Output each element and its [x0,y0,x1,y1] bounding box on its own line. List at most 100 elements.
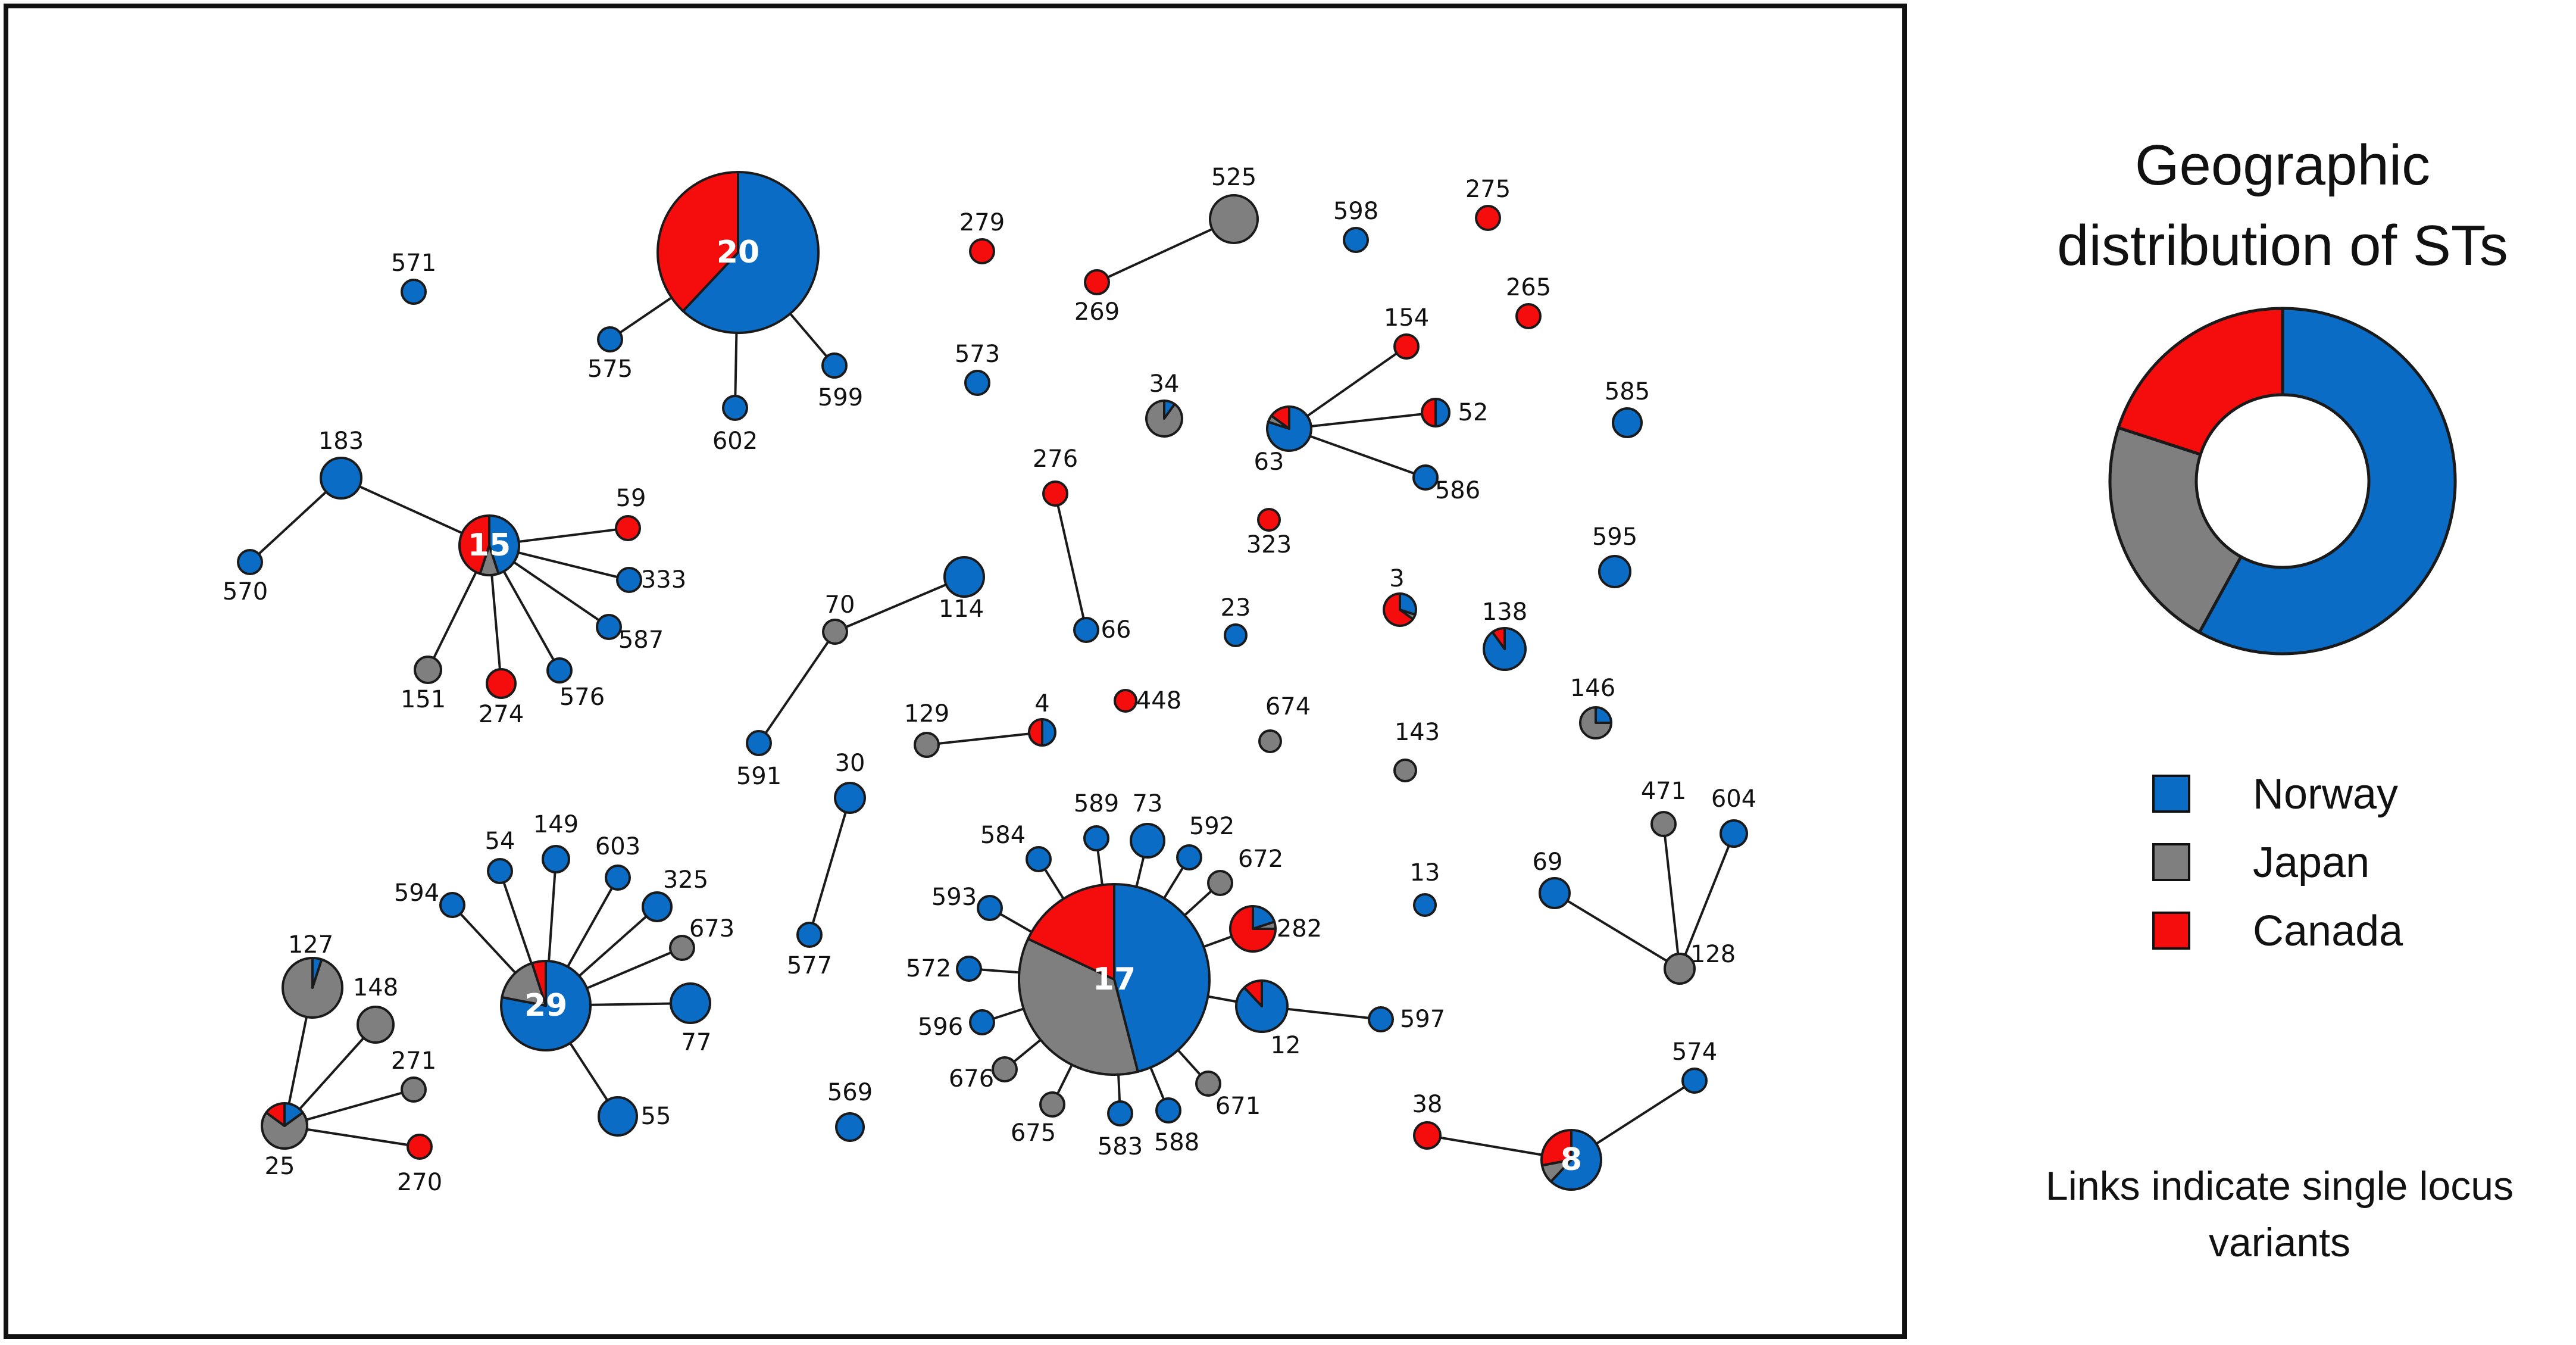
st-node-138: 138 [1482,598,1527,671]
st-node-20-slice-canada [656,171,739,313]
st-node-585: 585 [1605,378,1650,438]
st-node-143-japan [1393,759,1417,782]
st-label-282: 282 [1277,915,1322,943]
st-label-69: 69 [1533,848,1563,876]
st-label-55: 55 [641,1103,671,1130]
st-node-269-canada [1084,269,1110,295]
st-node-146: 146 [1570,675,1615,739]
st-node-599: 599 [818,352,863,411]
st-network: 2057157560259927957352526959827526534154… [223,164,1756,1196]
st-label-591: 591 [736,763,781,790]
st-label-17: 17 [1093,962,1136,997]
st-label-114: 114 [939,595,984,623]
st-node-585-norway [1612,407,1643,438]
donut-slice-norway [2197,307,2457,656]
st-label-323: 323 [1246,531,1292,558]
st-label-138: 138 [1482,598,1527,626]
st-node-675-japan [1039,1091,1065,1118]
st-node-55-norway [598,1096,638,1137]
st-node-23-norway [1224,623,1248,647]
link-63-586 [1289,427,1426,479]
st-label-573: 573 [955,341,1000,368]
legend-swatch-canada [2152,912,2190,950]
st-label-602: 602 [712,427,758,455]
st-label-585: 585 [1605,378,1650,405]
link-129-4 [926,731,1043,746]
st-label-73: 73 [1133,790,1163,817]
st-label-143: 143 [1395,719,1440,746]
st-node-576: 576 [546,657,605,711]
st-node-604-norway [1720,819,1748,848]
st-node-114-norway [943,556,985,598]
st-node-593: 593 [931,884,1003,921]
st-label-8: 8 [1561,1142,1582,1178]
st-label-594: 594 [394,879,439,907]
st-node-151: 151 [401,656,446,713]
st-node-270: 270 [397,1134,442,1196]
st-label-276: 276 [1033,445,1078,473]
link-63-154 [1288,345,1408,430]
network-nodes: 2057157560259927957352526959827526534154… [223,164,1756,1196]
st-node-591: 591 [736,730,781,790]
legend-note-line2: variants [2209,1220,2350,1265]
st-node-127: 127 [282,931,343,1019]
st-node-148: 148 [353,974,398,1044]
st-node-569-norway [835,1112,865,1142]
st-label-603: 603 [595,833,640,860]
st-node-52-slice-canada [1421,398,1437,427]
st-node-571: 571 [391,249,436,305]
st-label-333: 333 [641,566,686,594]
st-node-471: 471 [1641,778,1686,837]
st-node-593-norway [977,895,1003,921]
st-node-38-canada [1413,1121,1442,1150]
st-label-448: 448 [1136,687,1181,714]
st-node-274: 274 [479,668,524,728]
st-label-271: 271 [391,1047,436,1075]
st-label-673: 673 [689,915,734,943]
st-label-589: 589 [1074,790,1119,817]
st-label-675: 675 [1011,1119,1056,1147]
st-node-63-slice-canada [1270,405,1290,430]
st-label-569: 569 [827,1079,873,1106]
st-label-146: 146 [1570,675,1615,702]
st-label-471: 471 [1641,778,1686,805]
st-node-574-norway [1681,1068,1708,1094]
st-node-25: 25 [261,1102,308,1180]
st-label-584: 584 [980,822,1026,849]
st-node-63: 63 [1254,405,1312,476]
st-label-593: 593 [931,884,977,911]
st-label-15: 15 [468,528,511,563]
st-node-148-japan [357,1006,395,1044]
st-node-570: 570 [223,549,268,606]
st-node-146-slice-japan [1579,706,1612,739]
st-node-602-norway [722,395,748,421]
legend-label-canada: Canada [2253,907,2403,955]
st-node-20: 20 [656,171,820,334]
st-label-128: 128 [1690,941,1736,968]
st-node-275: 275 [1465,176,1511,231]
st-label-577: 577 [787,952,832,979]
legend-swatch-norway [2152,775,2190,813]
link-30-577 [808,797,851,935]
st-label-66: 66 [1101,616,1131,644]
st-node-269: 269 [1074,269,1120,326]
st-label-595: 595 [1592,523,1637,551]
st-node-54: 54 [485,828,515,884]
st-label-325: 325 [663,866,708,894]
st-node-282: 282 [1229,905,1322,953]
st-label-599: 599 [818,384,863,411]
st-node-597-norway [1368,1006,1394,1032]
st-node-325-norway [642,891,673,922]
st-node-13: 13 [1410,859,1440,917]
st-node-595-norway [1598,555,1631,588]
st-node-671-japan [1195,1071,1221,1097]
st-node-583: 583 [1098,1100,1143,1160]
st-node-30: 30 [834,750,866,814]
st-label-127: 127 [288,931,333,959]
st-node-675: 675 [1011,1091,1065,1147]
st-node-282-slice-canada [1229,905,1277,953]
st-node-604: 604 [1711,785,1756,848]
st-label-274: 274 [479,701,524,728]
st-node-13-norway [1413,893,1437,917]
st-node-588-norway [1155,1097,1181,1124]
